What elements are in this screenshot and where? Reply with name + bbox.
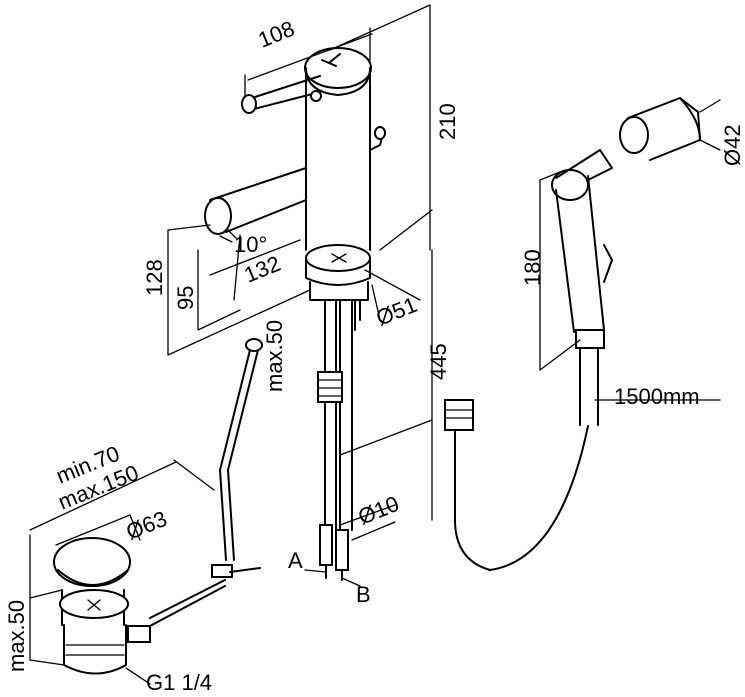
mixer-body: [204, 47, 386, 301]
label-connection-b: B: [356, 582, 371, 607]
label-shower-hose: 1500mm: [614, 384, 700, 409]
label-holder-diameter: Ø42: [720, 124, 745, 166]
label-pipe-diameter: Ø10: [355, 491, 403, 530]
waste-rod: [149, 338, 263, 627]
label-tilt-angle: 10°: [234, 232, 267, 257]
hand-shower: [444, 149, 613, 571]
label-thread: G1 1/4: [146, 670, 212, 695]
dimension-lines: [29, 4, 721, 685]
label-spout-inner-height: 95: [173, 286, 198, 310]
label-handle-width: 108: [255, 16, 298, 53]
label-max-thickness: max.50: [262, 320, 287, 392]
label-total-height: 210: [435, 103, 460, 140]
label-shower-length: 180: [520, 249, 545, 286]
label-connection-a: A: [288, 548, 303, 573]
label-base-diameter: Ø51: [373, 292, 421, 331]
label-spout-height: 128: [142, 259, 167, 296]
label-hose-length: 445: [426, 343, 451, 380]
shower-holder: [619, 97, 701, 161]
waste-fitting: [53, 537, 151, 675]
label-waste-max: max.50: [4, 600, 29, 672]
label-waste-diameter: Ø63: [123, 506, 171, 545]
supply-pipes: [317, 299, 361, 581]
